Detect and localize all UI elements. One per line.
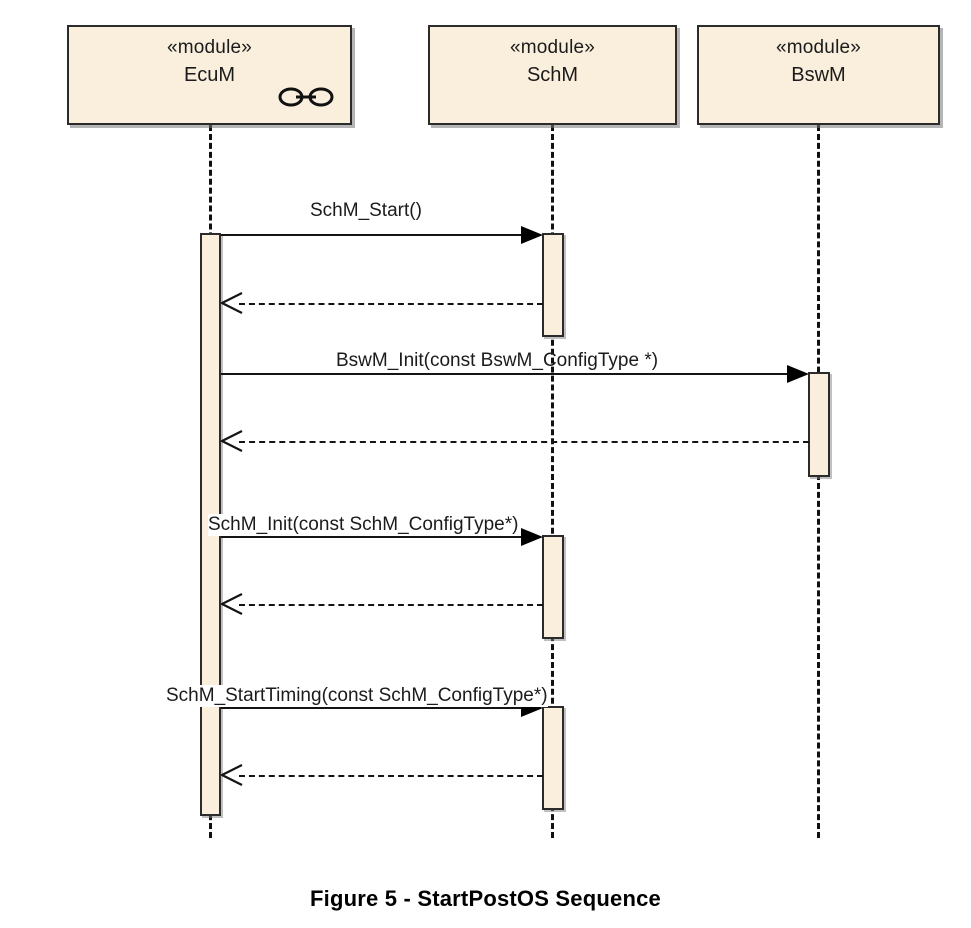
lifeline-head-ecum[interactable]: «module» EcuM (67, 25, 352, 125)
msg-bswm-init-arrowhead-filled-icon (787, 365, 809, 383)
lifeline-head-bswm[interactable]: «module» BswM (697, 25, 940, 125)
lifeline-name-ecum: EcuM (183, 64, 236, 86)
msg-bswm-init-line (221, 373, 793, 375)
lifeline-stereotype-schm: «module» (509, 37, 596, 58)
msg-schm-init-label: SchM_Init(const SchM_ConfigType*) (208, 514, 519, 536)
lifeline-head-schm[interactable]: «module» SchM (428, 25, 677, 125)
msg-schm-starttiming-label: SchM_StartTiming(const SchM_ConfigType*) (166, 685, 548, 707)
act-schm-starttiming[interactable] (542, 706, 564, 810)
act-schm-init[interactable] (542, 535, 564, 639)
ret-schm-start-arrowhead-open-icon (221, 292, 243, 314)
msg-schm-starttiming-line (221, 707, 527, 709)
lifeline-stereotype-bswm: «module» (775, 37, 862, 58)
act-bswm-init[interactable] (808, 372, 830, 477)
lifeline-schm (551, 125, 554, 838)
ret-schm-init-arrowhead-open-icon (221, 593, 243, 615)
ret-bswm-init-arrowhead-open-icon (221, 430, 243, 452)
msg-schm-start-label: SchM_Start() (310, 200, 422, 221)
msg-schm-start-line (221, 234, 527, 236)
lifeline-bswm (817, 125, 820, 838)
ret-schm-start-line (239, 303, 543, 305)
msg-schm-init-line (221, 536, 527, 538)
lifeline-stereotype-ecum: «module» (166, 37, 253, 58)
ret-schm-starttiming-line (239, 775, 543, 777)
ret-schm-starttiming-arrowhead-open-icon (221, 764, 243, 786)
ret-bswm-init-line (239, 441, 809, 443)
lifeline-name-bswm: BswM (791, 64, 846, 86)
act-schm-start[interactable] (542, 233, 564, 337)
msg-bswm-init-label: BswM_Init(const BswM_ConfigType *) (336, 350, 659, 371)
figure-caption: Figure 5 - StartPostOS Sequence (310, 886, 661, 911)
ret-schm-init-line (239, 604, 543, 606)
msg-schm-init-arrowhead-filled-icon (521, 528, 543, 546)
msg-schm-start-arrowhead-filled-icon (521, 226, 543, 244)
lifeline-name-schm: SchM (526, 64, 579, 86)
